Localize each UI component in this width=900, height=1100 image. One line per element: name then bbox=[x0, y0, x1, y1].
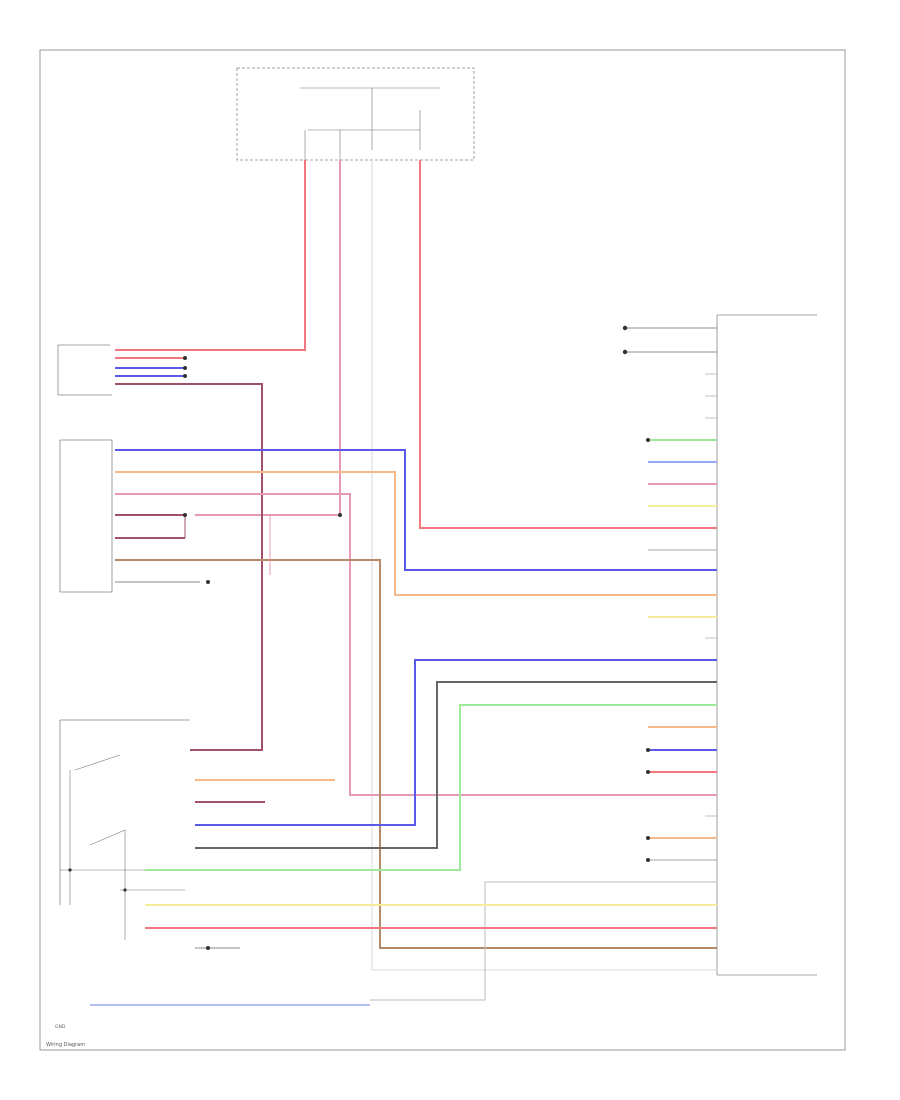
ground-label: GND bbox=[55, 1024, 66, 1030]
junction-dot bbox=[68, 868, 72, 872]
junction-dot bbox=[338, 513, 342, 517]
junction-dot bbox=[183, 356, 187, 360]
junction-dot bbox=[622, 325, 628, 331]
wire-red-right bbox=[419, 160, 717, 529]
wire-brown-1 bbox=[115, 559, 717, 949]
diagram-frame bbox=[39, 49, 846, 1051]
junction-dot bbox=[646, 748, 650, 752]
junction-dot bbox=[646, 858, 650, 862]
right-module-box bbox=[716, 314, 817, 976]
wire-dark-1 bbox=[195, 681, 717, 849]
right-module-pins bbox=[705, 327, 717, 817]
junction-dot bbox=[646, 438, 650, 442]
junction-dot bbox=[622, 349, 628, 355]
switch-contact bbox=[74, 754, 121, 771]
starter-switch-box bbox=[59, 719, 190, 905]
footer-label: Wiring Diagram bbox=[46, 1042, 85, 1048]
junction-dot bbox=[183, 513, 187, 517]
wires bbox=[90, 160, 717, 1006]
junction-dot bbox=[206, 946, 210, 950]
wire-blue-2 bbox=[195, 659, 717, 826]
wire-maroon-down bbox=[115, 383, 263, 751]
junction-dot bbox=[123, 888, 127, 892]
junction-dot bbox=[206, 580, 210, 584]
wire-blue-1 bbox=[115, 449, 717, 571]
left-control-module-box bbox=[57, 344, 112, 396]
top-fuse-box bbox=[236, 67, 475, 161]
junction-dot bbox=[183, 374, 187, 378]
wire-green-1 bbox=[195, 704, 717, 871]
junction-dot bbox=[646, 770, 650, 774]
wire-orange-1 bbox=[115, 471, 717, 596]
junctions bbox=[68, 325, 650, 950]
wire-grey-fuse bbox=[371, 160, 717, 971]
junction-dot bbox=[646, 836, 650, 840]
wire-grey-loop bbox=[370, 881, 717, 1001]
switch-contact bbox=[89, 829, 126, 846]
wire-red-left bbox=[115, 160, 306, 351]
wire-pink-1 bbox=[115, 493, 717, 796]
junction-dot bbox=[183, 366, 187, 370]
wire-pink-main bbox=[195, 160, 341, 516]
ignition-module-box bbox=[59, 439, 113, 593]
